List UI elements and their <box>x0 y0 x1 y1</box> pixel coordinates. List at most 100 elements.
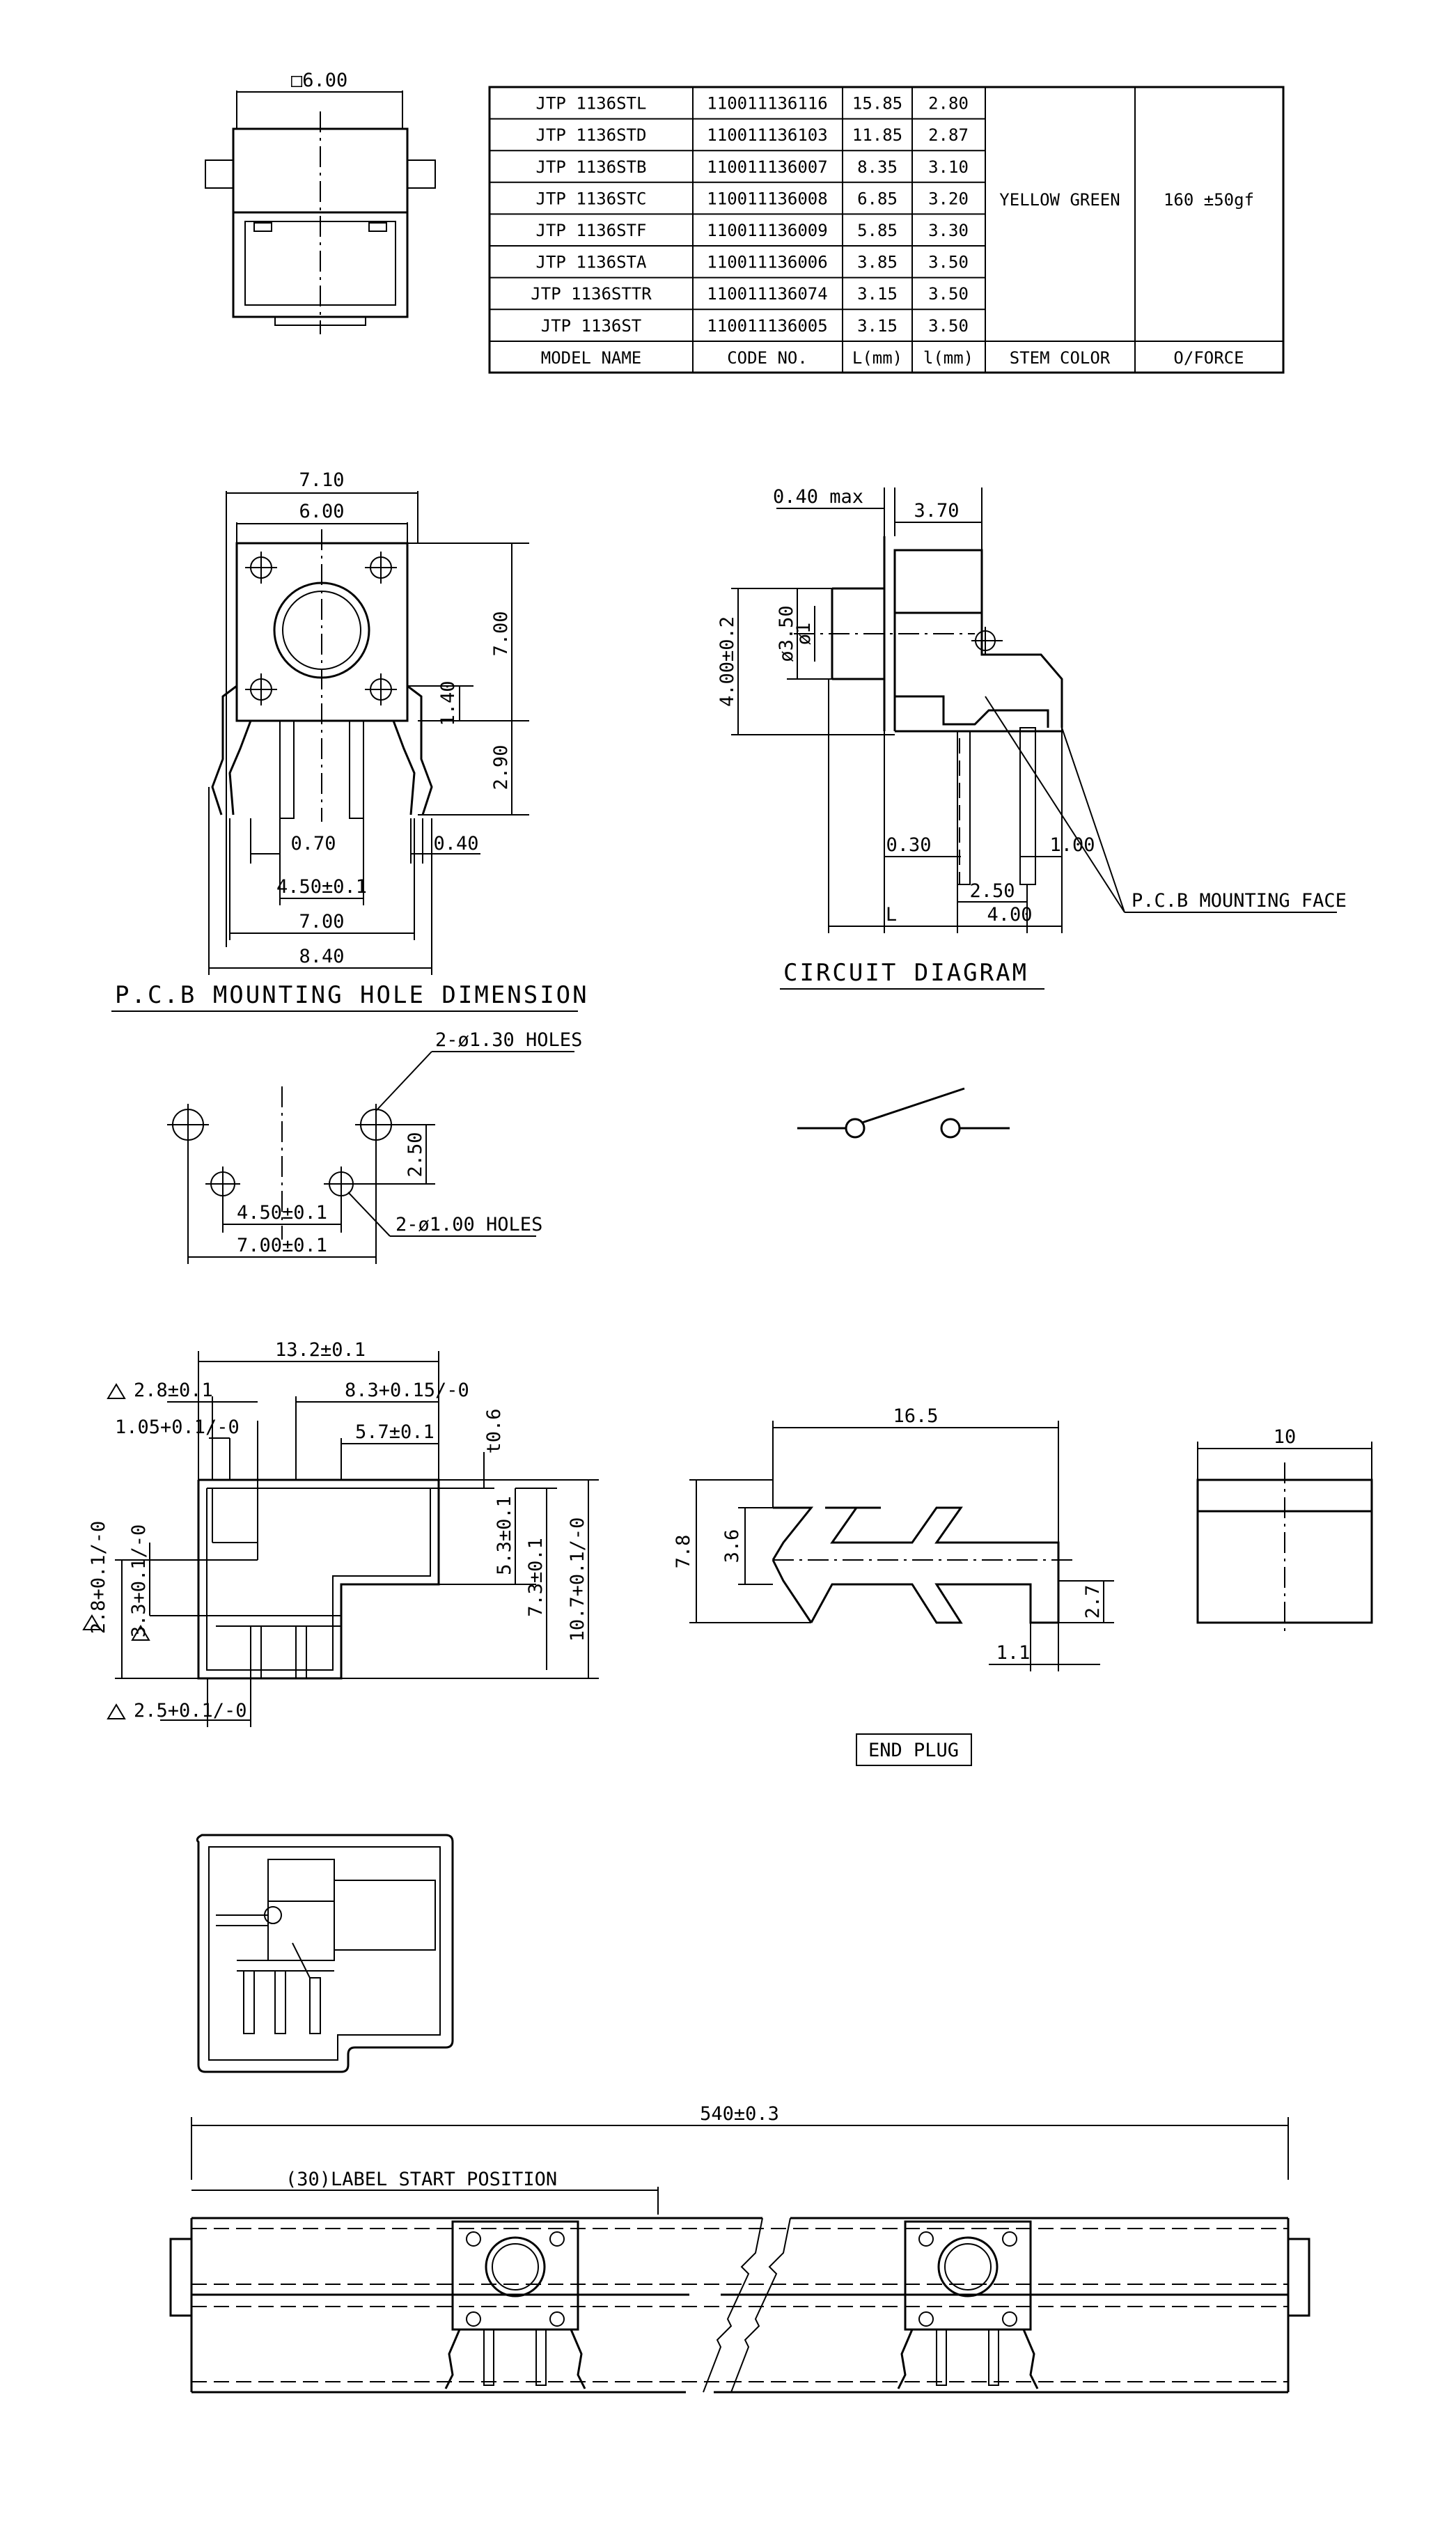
table-cell-code: 110011136103 <box>707 125 827 145</box>
table-cell-L: 3.15 <box>857 316 898 336</box>
label-start-position: (30)LABEL START POSITION <box>285 2169 557 2190</box>
tube-dim-83: 8.3+0.15/-0 <box>345 1380 469 1401</box>
tube-dim-132: 13.2±0.1 <box>275 1339 366 1361</box>
table-cell-l: 3.50 <box>928 316 969 336</box>
table-cell-l: 2.87 <box>928 125 969 145</box>
tube-section-with-switch <box>196 1834 454 2073</box>
tube-dim-33: 3.3+0.1/-0 <box>128 1524 150 1638</box>
top-view: □6.00 <box>205 70 436 334</box>
pcb-dim-450: 4.50±0.1 <box>237 1202 327 1224</box>
table-cell-l: 2.80 <box>928 94 969 114</box>
side-dim-L: L <box>886 904 897 926</box>
plug-dim-36: 3.6 <box>721 1529 743 1563</box>
front-dim-840: 8.40 <box>299 946 344 967</box>
side-view: 0.40 max 3.70 ø3.50 ø1 4.00±0.2 0.30 1.0… <box>717 486 1347 933</box>
table-cell-model: JTP 1136STD <box>536 125 647 145</box>
header-model: MODEL NAME <box>541 348 642 368</box>
side-dim-040max: 0.40 max <box>773 486 863 508</box>
stem-color-cell: YELLOW GREEN <box>999 190 1120 210</box>
table-cell-l: 3.50 <box>928 253 969 272</box>
table-cell-code: 110011136074 <box>707 284 827 304</box>
table-cell-model: JTP 1136ST <box>541 316 642 336</box>
header-L: L(mm) <box>852 348 902 368</box>
tube-length-view: 540±0.3 (30)LABEL START POSITION <box>169 2103 1310 2394</box>
circuit-diagram: CIRCUIT DIAGRAM <box>780 959 1044 1139</box>
side-dim-370: 3.70 <box>914 500 959 522</box>
side-dim-400v: 4.00±0.2 <box>717 616 738 707</box>
switch-in-tube-2 <box>897 2220 1039 2389</box>
tube-dim-57: 5.7±0.1 <box>355 1421 435 1443</box>
side-dim-d1: ø1 <box>793 623 815 646</box>
side-dim-030: 0.30 <box>886 834 931 856</box>
table-cell-code: 110011136006 <box>707 253 827 272</box>
front-dim-700h: 7.00 <box>299 911 344 932</box>
header-l: l(mm) <box>923 348 973 368</box>
tube-dim-105: 1.05+0.1/-0 <box>115 1417 240 1438</box>
pcb-dim-700: 7.00±0.1 <box>237 1235 327 1256</box>
front-dim-070: 0.70 <box>290 833 336 854</box>
table-cell-model: JTP 1136STTR <box>531 284 652 304</box>
table-cell-L: 11.85 <box>852 125 902 145</box>
table-cell-model: JTP 1136STA <box>536 253 647 272</box>
plug-dim-165: 16.5 <box>893 1405 938 1427</box>
table-cell-code: 110011136009 <box>707 221 827 240</box>
plug-dim-27: 2.7 <box>1082 1585 1104 1619</box>
front-view: 7.10 6.00 7.00 1.40 2.90 0.70 0.40 4.50±… <box>208 469 529 975</box>
pcb-hole-title: P.C.B MOUNTING HOLE DIMENSION <box>115 981 589 1009</box>
tube-profile: 13.2±0.1 2.8±0.1 8.3+0.15/-0 1.05+0.1/-0… <box>82 1339 599 1727</box>
table-cell-L: 8.35 <box>857 157 898 177</box>
circuit-title: CIRCUIT DIAGRAM <box>783 959 1028 987</box>
front-dim-040: 0.40 <box>433 833 478 854</box>
tube-dim-t06: t0.6 <box>483 1408 505 1453</box>
tube-dim-73: 7.3±0.1 <box>525 1538 547 1617</box>
header-force: O/FORCE <box>1173 348 1244 368</box>
front-dim-290: 2.90 <box>490 744 512 790</box>
header-code: CODE NO. <box>727 348 808 368</box>
table-cell-code: 110011136008 <box>707 189 827 208</box>
table-cell-model: JTP 1136STB <box>536 157 647 177</box>
table-cell-L: 6.85 <box>857 189 898 208</box>
table-cell-L: 5.85 <box>857 221 898 240</box>
plug-dim-10: 10 <box>1274 1426 1297 1448</box>
front-dim-700v: 7.00 <box>490 611 512 656</box>
top-width-dim: □6.00 <box>291 70 347 91</box>
table-cell-l: 3.30 <box>928 221 969 240</box>
table-cell-L: 15.85 <box>852 94 902 114</box>
tube-dim-107: 10.7+0.1/-0 <box>567 1517 588 1642</box>
table-cell-code: 110011136116 <box>707 94 827 114</box>
front-dim-600: 6.00 <box>299 501 344 522</box>
end-plug-title: END PLUG <box>868 1740 959 1761</box>
small-holes-label: 2-ø1.00 HOLES <box>396 1214 542 1235</box>
table-cell-l: 3.10 <box>928 157 969 177</box>
side-dim-250: 2.50 <box>969 880 1015 902</box>
table-cell-code: 110011136005 <box>707 316 827 336</box>
plug-dim-78: 7.8 <box>673 1535 694 1569</box>
side-dim-400h: 4.00 <box>987 904 1032 926</box>
front-dim-450: 4.50±0.1 <box>276 876 367 898</box>
side-dim-350: ø3.50 <box>776 605 797 662</box>
end-plug-view: 16.5 7.8 3.6 2.7 1.1 END PLUG 10 <box>673 1405 1373 1766</box>
tube-dim-25: 2.5+0.1/-0 <box>134 1700 247 1722</box>
force-cell: 160 ±50gf <box>1164 190 1254 210</box>
plug-dim-11: 1.1 <box>996 1642 1031 1664</box>
pcb-hole-layout: P.C.B MOUNTING HOLE DIMENSION 2-ø1.30 HO… <box>111 981 589 1264</box>
table-cell-L: 3.85 <box>857 253 898 272</box>
mounting-face-label: P.C.B MOUNTING FACE <box>1132 890 1347 912</box>
switch-in-tube-1 <box>444 2220 586 2389</box>
tube-dim-28v: 2.8+0.1/-0 <box>88 1521 109 1634</box>
table-cell-code: 110011136007 <box>707 157 827 177</box>
table-cell-model: JTP 1136STL <box>536 94 647 114</box>
header-stem: STEM COLOR <box>1010 348 1111 368</box>
front-dim-710: 7.10 <box>299 469 344 491</box>
pcb-dim-250: 2.50 <box>405 1132 426 1177</box>
tube-dim-53: 5.3±0.1 <box>494 1496 515 1575</box>
table-cell-model: JTP 1136STC <box>536 189 647 208</box>
table-cell-model: JTP 1136STF <box>536 221 647 240</box>
tube-length-dim: 540±0.3 <box>700 2103 779 2125</box>
side-dim-100: 1.00 <box>1049 834 1095 856</box>
table-cell-l: 3.50 <box>928 284 969 304</box>
tube-dim-28: 2.8±0.1 <box>134 1380 213 1401</box>
table-cell-L: 3.15 <box>857 284 898 304</box>
